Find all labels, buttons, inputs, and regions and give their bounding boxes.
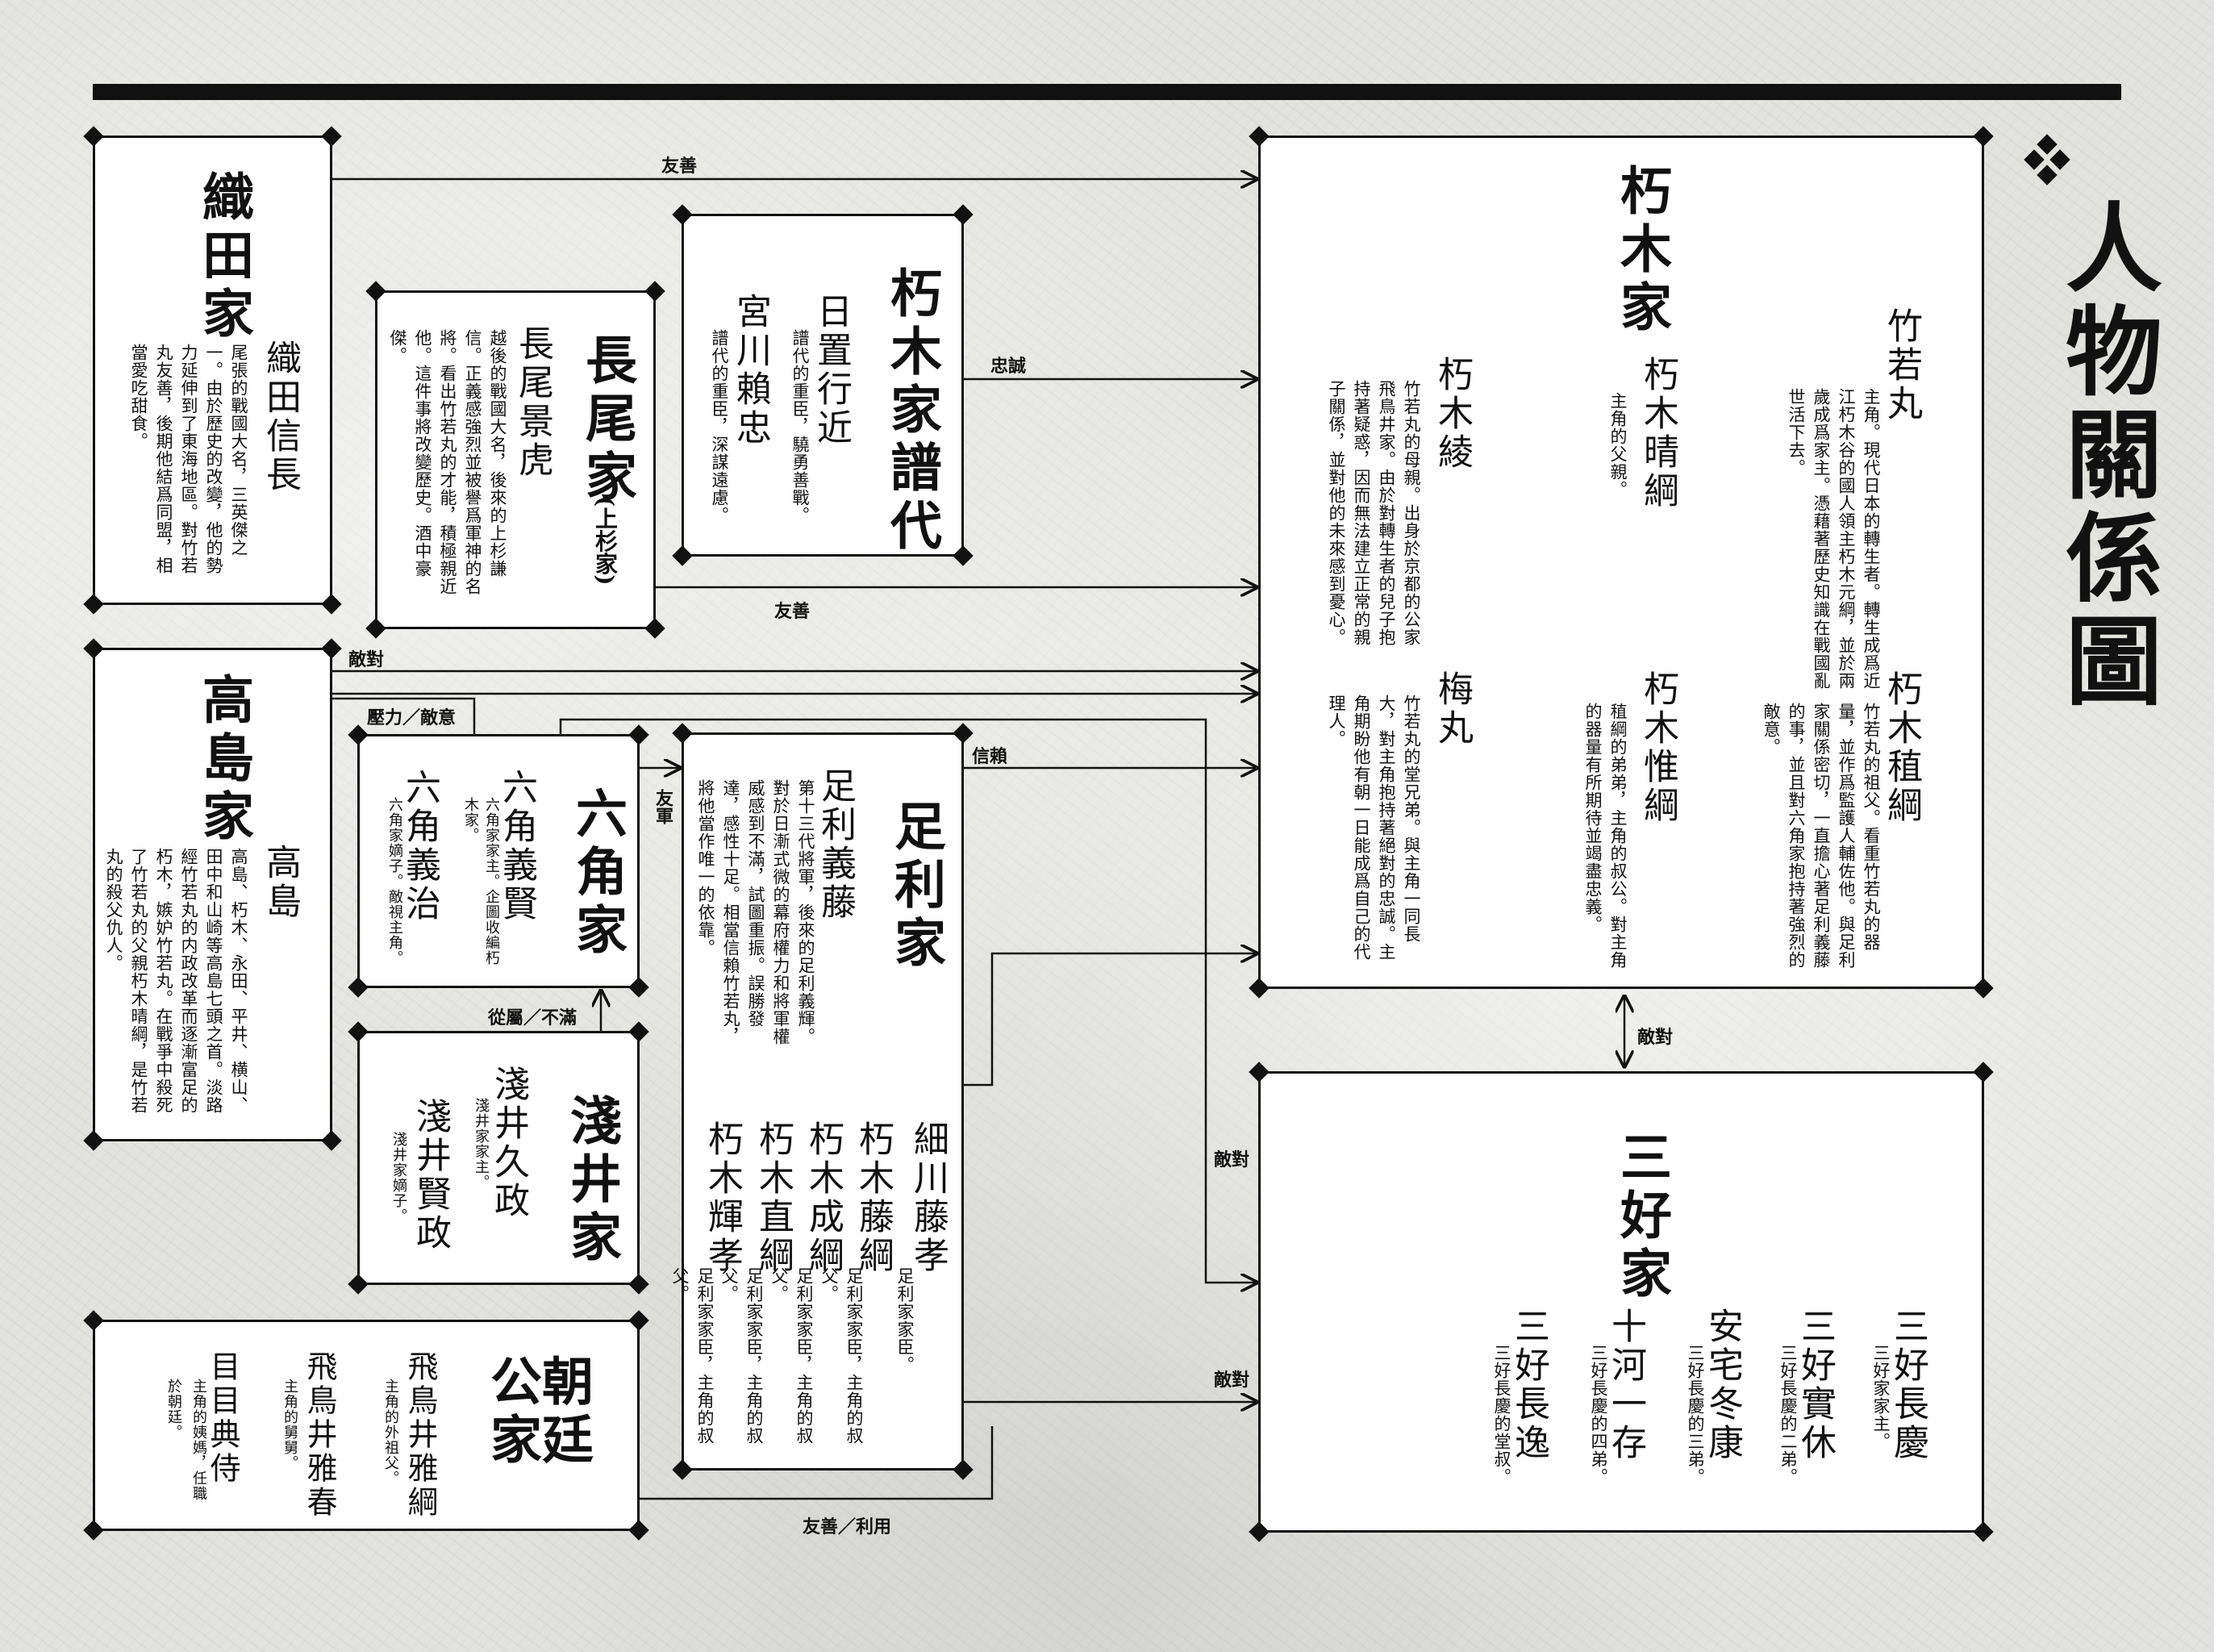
label-chotei-ashikaga: 友善／利用 (803, 1517, 892, 1537)
character-name: 三好長慶 (1887, 1308, 1928, 1462)
page-title: 人物關係圖 (2049, 198, 2162, 714)
family-box-kutsuki: 朽木家 竹若丸 主角。現代日本的轉生者。轉生成爲近江朽木谷的國人領主朽木元綱，並… (1249, 126, 1994, 999)
character-desc: 三好長慶的二弟。 (1778, 1344, 1798, 1486)
character-desc: 第十三代將軍，後來的足利義輝。對於日漸式微的幕府權力和將軍權威感到不滿，試圖重振… (696, 779, 815, 1045)
character-desc: 六角家嫡子。敵視主角。 (386, 797, 403, 966)
character-desc: 淺井家嫡子。 (390, 1132, 407, 1224)
family-title: 六角家 (567, 786, 628, 961)
character-name: 目目典侍 (205, 1350, 240, 1486)
family-box-ashikaga: 足利家 足利義藤 第十三代將軍，後來的足利義輝。對於日漸式微的幕府權力和將軍權威… (670, 723, 974, 1480)
character-name: 足利義藤 (815, 767, 856, 922)
link-chotei-ashikaga (617, 1426, 994, 1500)
character-name: 細川藤孝 (907, 1120, 949, 1275)
character-name: 朽木成綱 (803, 1120, 844, 1275)
character-desc: 三好長慶的四弟。 (1589, 1344, 1608, 1486)
character-desc: 主角的父親。 (1608, 392, 1628, 499)
family-title: 高島家 (194, 673, 254, 847)
character-name: 竹若丸 (1881, 307, 1922, 423)
character-name: 朽木綾 (1432, 356, 1473, 472)
character-name: 宮川賴忠 (730, 293, 771, 448)
character-desc: 竹若丸的祖父。看重竹若丸的器量，並作爲監護人輔佐他。與足利家關係密切，一直擔心著… (1762, 703, 1881, 969)
character-desc: 高島、朽木、永田、平井、横山、田中和山崎等高島七頭之首。淡路經竹若丸的内政改革而… (104, 848, 248, 1114)
character-desc: 三好家家主。 (1871, 1344, 1891, 1450)
character-name: 朽木惟綱 (1637, 670, 1678, 825)
character-desc: 越後的戰國大名，後來的上杉謙信。正義感強烈並被譽爲軍神的名將。看出竹若丸的才能，… (388, 329, 507, 595)
character-desc: 主角的姨媽，任職於朝廷。 (165, 1379, 207, 1501)
family-title: 淺井家 (561, 1094, 622, 1268)
label-takashima-rokkaku: 壓力／敵意 (367, 708, 457, 728)
family-box-miyoshi: 三好家 三好長慶 三好家家主。 三好實休 三好長慶的二弟。 安宅冬康 三好長慶的… (1249, 1062, 1994, 1542)
label-ashikaga-miyoshi: 敵對 (1214, 1370, 1250, 1391)
family-title: 朽木家譜代 (882, 266, 942, 557)
family-box-takashima: 高島家 高島 高島、朽木、永田、平井、横山、田中和山崎等高島七頭之首。淡路經竹若… (83, 638, 342, 1151)
family-box-nagao: 長尾家 (上杉家) 長尾景虎 越後的戰國大名，後來的上杉謙信。正義感強烈並被譽爲… (365, 281, 665, 639)
label-nagao-kutsuki: 友善 (774, 602, 811, 622)
label-takashima-kutsuki: 敵對 (348, 650, 385, 670)
label-kutsuki-miyoshi: 敵對 (1637, 1028, 1674, 1048)
character-name: 高島 (260, 844, 301, 921)
character-name: 淺井賢政 (410, 1098, 451, 1253)
family-box-chotei: 朝廷公家 飛鳥井雅綱 主角的外祖父。 飛鳥井雅春 主角的舅舅。 目目典侍 主角的… (83, 1310, 649, 1541)
family-title: 朽木家 (1612, 164, 1672, 338)
link-takashima-rokkaku (329, 697, 476, 736)
family-box-oda: 織田家 織田信長 尾張的戰國大名，三英傑之一。由於歷史的改變，他的勢力延伸到了東… (83, 126, 342, 615)
character-desc: 稙綱的弟弟，主角的叔公。對主角的器量有所期待並竭盡忠義。 (1583, 703, 1628, 969)
character-desc: 竹若丸的母親。出身於京都的公家飛鳥井家。由於對轉生者的兒子抱持著疑惑，因而無法建… (1327, 380, 1421, 646)
character-name: 朽木晴綱 (1637, 356, 1678, 511)
family-title-sub: (上杉家) (592, 496, 619, 586)
character-name: 朽木直綱 (753, 1120, 794, 1275)
character-name: 飛鳥井雅春 (302, 1350, 337, 1520)
character-name: 六角義治 (399, 769, 440, 924)
character-desc: 三好長慶的三弟。 (1686, 1344, 1705, 1486)
character-name: 十河一存 (1605, 1308, 1646, 1462)
character-desc: 竹若丸的堂兄弟。與主角一同長大，對主角抱持著絕對的忠誠。主角期盼他有朝一日能成爲… (1327, 695, 1421, 961)
label-rokkaku-miyoshi: 敵對 (1214, 1150, 1250, 1170)
diamond-mark-icon (2023, 134, 2071, 186)
link-ashikaga-kutsuki-2 (964, 953, 1257, 1087)
link-rokkaku-miyoshi (559, 718, 1257, 1283)
character-desc: 主角的外祖父。 (382, 1379, 399, 1486)
character-name: 長尾景虎 (512, 325, 553, 480)
family-title: 朝廷公家 (482, 1354, 594, 1471)
character-desc: 六角家家主。企圖收編朽木家。 (462, 797, 500, 966)
character-desc: 三好長慶的堂叔。 (1492, 1344, 1511, 1486)
character-desc: 足利家家臣，主角的叔父。 (769, 1267, 814, 1445)
character-desc: 主角。現代日本的轉生者。轉生成爲近江朽木谷的國人領主朽木元綱，並於兩歲成爲家主。… (1787, 388, 1881, 690)
character-desc: 足利家家臣，主角的叔父。 (819, 1267, 864, 1445)
character-name: 日置行近 (811, 293, 852, 448)
character-name: 梅丸 (1432, 670, 1473, 748)
character-name: 織田信長 (260, 340, 301, 494)
character-desc: 譜代的重臣，驍勇善戰。 (790, 329, 810, 524)
label-fudai-kutsuki: 忠誠 (990, 357, 1027, 377)
character-desc: 主角的舅舅。 (281, 1379, 298, 1471)
character-desc: 譜代的重臣，深謀遠慮。 (710, 329, 729, 524)
character-desc: 足利家家臣，主角的叔父。 (719, 1267, 764, 1445)
character-name: 淺井久政 (488, 1066, 529, 1220)
label-ashikaga-kutsuki: 信賴 (972, 747, 1008, 767)
label-azai-rokkaku: 從屬／不滿 (488, 1008, 577, 1028)
character-desc: 淺井家家主。 (473, 1098, 490, 1190)
character-name: 朽木輝孝 (702, 1120, 743, 1275)
family-title: 足利家 (886, 799, 946, 974)
label-rokkaku-ashikaga: 友軍 (653, 789, 673, 824)
character-name: 安宅冬康 (1702, 1308, 1743, 1462)
character-name: 三好長逸 (1508, 1308, 1549, 1462)
family-box-kutsuki-fudai: 朽木家譜代 日置行近 譜代的重臣，驍勇善戰。 宮川賴忠 譜代的重臣，深謀遠慮。 (672, 204, 974, 566)
character-desc: 足利家家臣，主角的叔父。 (670, 1267, 715, 1445)
character-name: 飛鳥井雅綱 (402, 1350, 438, 1520)
family-box-rokkaku: 六角家 六角義賢 六角家家主。企圖收編朽木家。 六角義治 六角家嫡子。敵視主角。 (348, 724, 649, 998)
character-desc: 足利家家臣。 (895, 1267, 915, 1374)
character-name: 六角義賢 (496, 769, 537, 924)
family-title: 長尾家 (577, 333, 637, 507)
family-box-azai: 淺井家 淺井久政 淺井家家主。 淺井賢政 淺井家嫡子。 (348, 1021, 649, 1295)
character-name: 朽木稙綱 (1881, 670, 1922, 825)
label-oda-kutsuki: 友善 (661, 156, 698, 177)
character-desc: 尾張的戰國大名，三英傑之一。由於歷史的改變，他的勢力延伸到了東海地區。對竹若丸友… (129, 344, 248, 574)
family-title: 三好家 (1612, 1130, 1672, 1304)
character-name: 三好實休 (1795, 1308, 1836, 1462)
family-title: 織田家 (194, 170, 254, 344)
top-rule (93, 84, 2121, 100)
character-name: 朽木藤綱 (853, 1120, 894, 1275)
